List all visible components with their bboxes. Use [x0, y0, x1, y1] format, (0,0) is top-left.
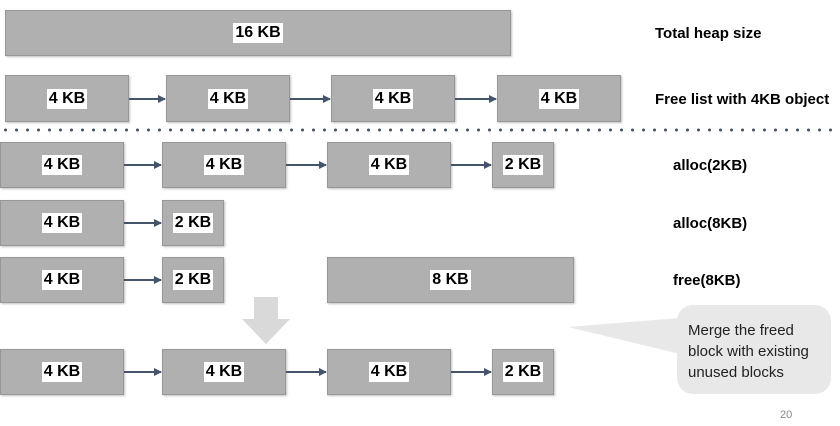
block-label: 16 KB	[233, 23, 283, 43]
alloc2-block-2: 4 KB	[162, 142, 286, 188]
alloc2-block-4: 2 KB	[492, 142, 554, 188]
page-number: 20	[780, 409, 793, 421]
freelist-block-3: 4 KB	[331, 75, 455, 122]
block-label: 4 KB	[41, 213, 83, 233]
block-label: 2 KB	[502, 155, 544, 175]
block-label: 4 KB	[203, 362, 245, 382]
free8-label: free(8KB)	[673, 272, 741, 289]
merged-block-1: 4 KB	[0, 349, 124, 395]
block-label: 4 KB	[207, 88, 249, 109]
free8-block-3: 8 KB	[327, 257, 574, 303]
alloc8-block-1: 4 KB	[0, 200, 124, 246]
alloc8-block-2: 2 KB	[162, 200, 224, 246]
dotted-divider	[0, 128, 840, 132]
block-label: 2 KB	[172, 213, 214, 233]
block-label: 4 KB	[372, 88, 414, 109]
callout-line: block with existing	[688, 343, 809, 360]
block-label: 2 KB	[502, 362, 544, 382]
block-label: 8 KB	[430, 270, 471, 290]
block-label: 4 KB	[538, 88, 580, 109]
heap-block-16kb: 16 KB	[5, 10, 511, 56]
freelist-label: Free list with 4KB object	[655, 91, 830, 108]
merged-block-3: 4 KB	[327, 349, 451, 395]
callout-tail	[568, 318, 680, 354]
block-label: 4 KB	[368, 362, 410, 382]
block-label: 4 KB	[41, 362, 83, 382]
callout-bubble: Merge the freed block with existing unus…	[677, 305, 831, 394]
free8-block-2: 2 KB	[162, 257, 224, 303]
alloc8-label: alloc(8KB)	[673, 215, 748, 232]
block-label: 4 KB	[46, 88, 88, 109]
block-label: 2 KB	[172, 270, 214, 290]
block-label: 4 KB	[368, 155, 410, 175]
merged-block-4: 2 KB	[492, 349, 554, 395]
block-label: 4 KB	[41, 270, 83, 290]
down-arrow-icon	[242, 297, 290, 344]
callout-line: Merge the freed	[688, 322, 794, 339]
alloc2-label: alloc(2KB)	[673, 157, 748, 174]
freelist-block-2: 4 KB	[166, 75, 290, 122]
free8-block-1: 4 KB	[0, 257, 124, 303]
alloc2-block-1: 4 KB	[0, 142, 124, 188]
alloc2-block-3: 4 KB	[327, 142, 451, 188]
freelist-block-1: 4 KB	[5, 75, 129, 122]
freelist-block-4: 4 KB	[497, 75, 621, 122]
total-heap-label: Total heap size	[655, 25, 762, 42]
block-label: 4 KB	[203, 155, 245, 175]
block-label: 4 KB	[41, 155, 83, 175]
merged-block-2: 4 KB	[162, 349, 286, 395]
callout-line: unused blocks	[688, 364, 784, 381]
